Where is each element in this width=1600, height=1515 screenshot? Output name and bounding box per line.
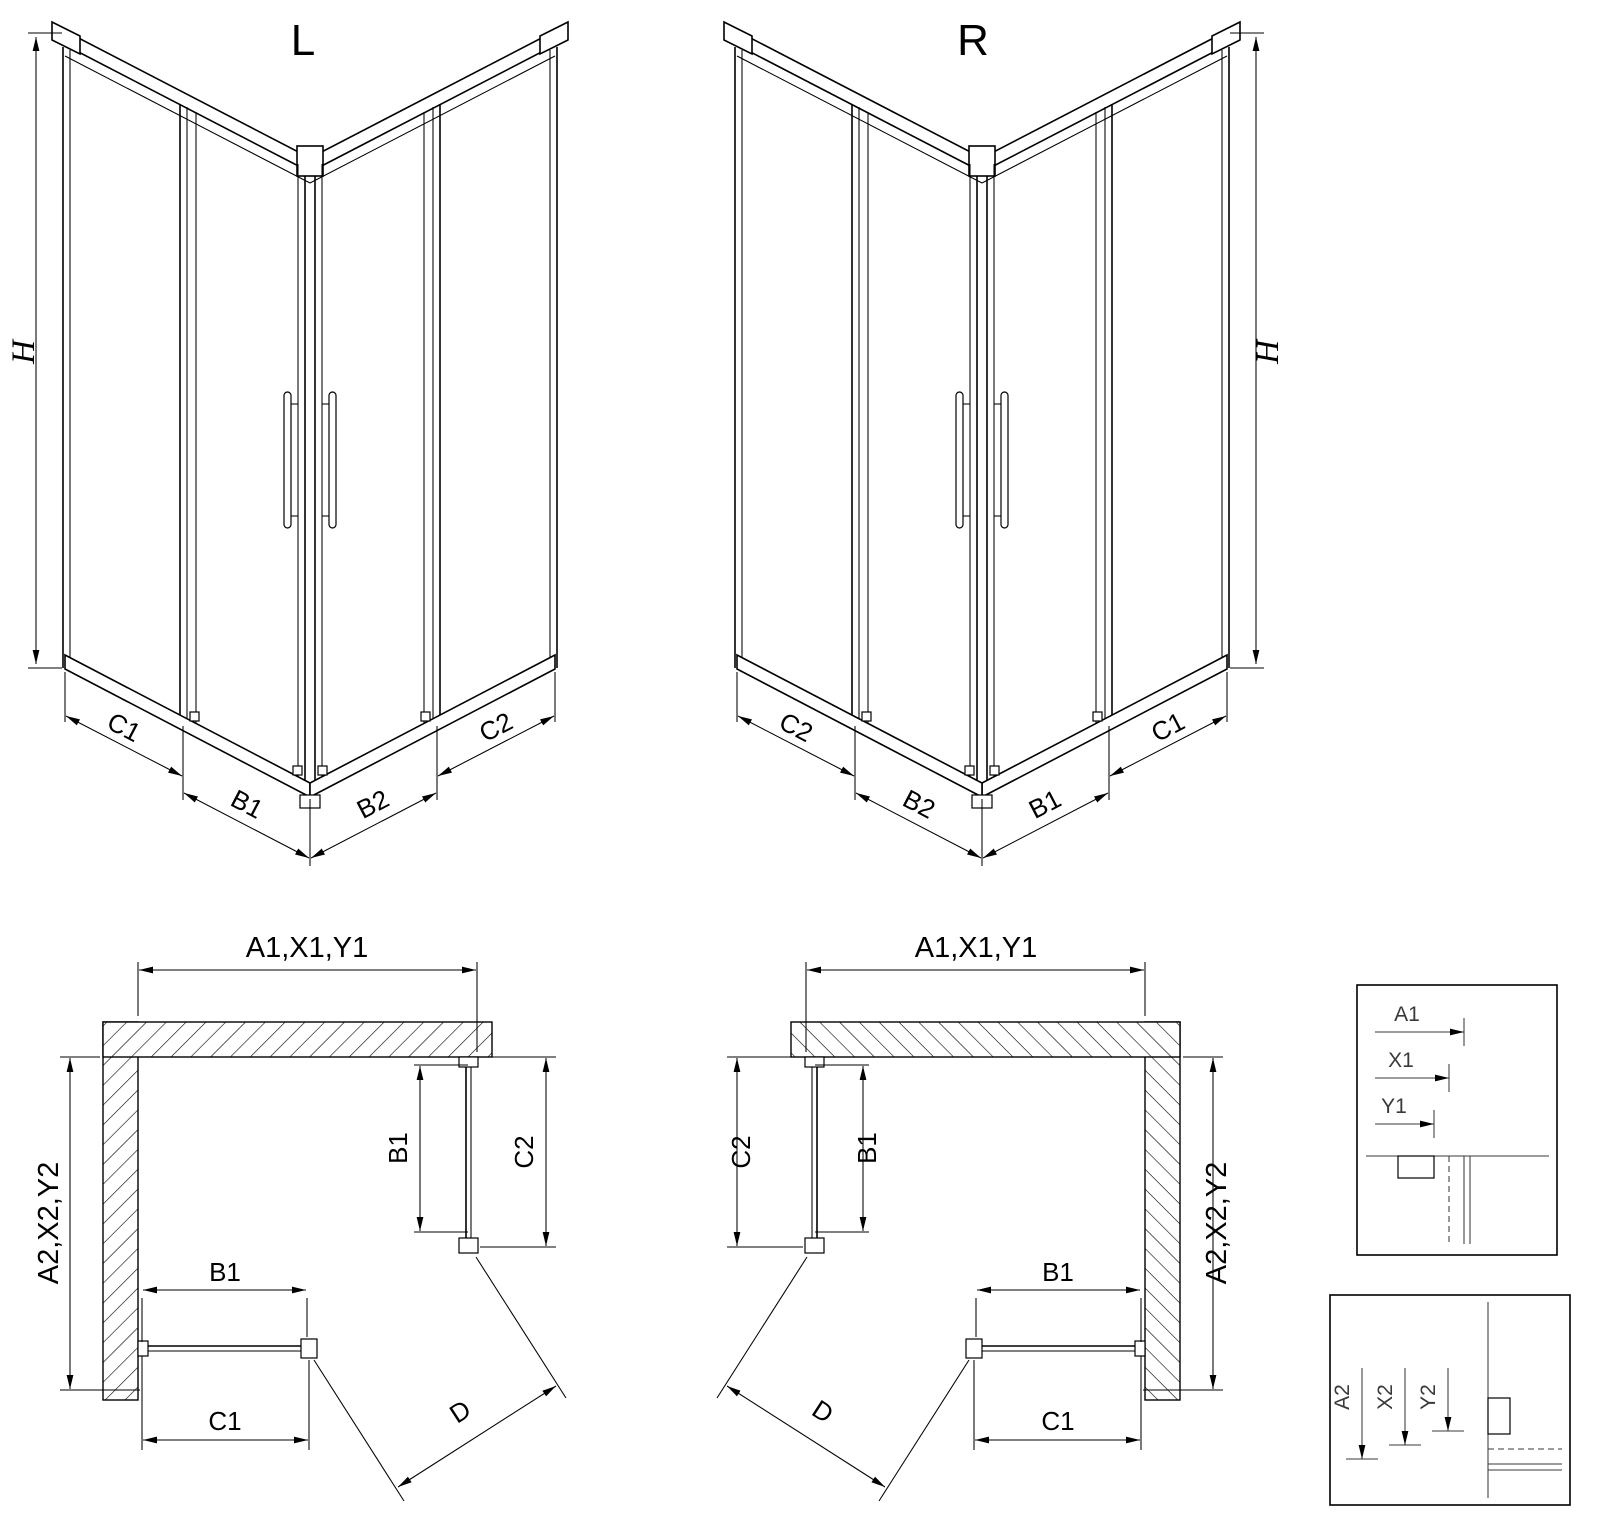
dim-label-c1: C1: [1041, 1406, 1074, 1436]
dim-label-a1: A1: [1394, 1003, 1420, 1026]
dim-label-a1x1y1: A1,X1,Y1: [246, 932, 369, 964]
dim-label-b1-bottom: B1: [209, 1257, 241, 1287]
dim-label-b1-bottom: B1: [1042, 1257, 1074, 1287]
dim-label-c2: C2: [726, 1135, 756, 1168]
dim-label-c1: C1: [208, 1406, 241, 1436]
dim-label-d: D: [807, 1394, 839, 1429]
dim-label-a2x2y2: A2,X2,Y2: [33, 1162, 65, 1285]
plan-view-left: A1,X1,Y1 A2,X2,Y2 B1 C2 B1 C1 D: [33, 932, 566, 1501]
view-label-l: L: [291, 16, 315, 65]
view-label-r: R: [957, 16, 989, 65]
plan-view-right: A1,X1,Y1 A2,X2,Y2 C2 B1 B1 C1 D: [717, 932, 1233, 1501]
dim-label-a1x1y1: A1,X1,Y1: [915, 932, 1038, 964]
dim-label-c2: C2: [474, 706, 517, 748]
dim-label-c2: C2: [774, 706, 817, 748]
detail-box-vertical: A2 X2 Y2: [1329, 1294, 1571, 1506]
dim-label-y2: Y2: [1417, 1384, 1440, 1410]
dim-label-h: H: [1250, 338, 1286, 365]
dim-label-d: D: [444, 1394, 476, 1429]
dim-label-x1: X1: [1388, 1049, 1414, 1072]
dim-label-b1-door: B1: [383, 1132, 413, 1164]
dim-label-y1: Y1: [1381, 1095, 1407, 1118]
iso-view-left: L H C1 B1 B2 C2: [6, 16, 568, 866]
dim-label-h: H: [6, 338, 42, 365]
dim-label-c1: C1: [102, 706, 145, 748]
dim-label-b1-door: B1: [852, 1132, 882, 1164]
dim-label-a2: A2: [1331, 1384, 1354, 1410]
dim-label-x2: X2: [1374, 1384, 1397, 1410]
detail-box-horizontal: A1 X1 Y1: [1356, 984, 1558, 1256]
dim-label-a2x2y2: A2,X2,Y2: [1201, 1162, 1233, 1285]
dim-label-c1: C1: [1146, 706, 1189, 748]
iso-view-right: R H C2 B2 B1 C1: [724, 16, 1286, 866]
dim-label-c2: C2: [509, 1135, 539, 1168]
